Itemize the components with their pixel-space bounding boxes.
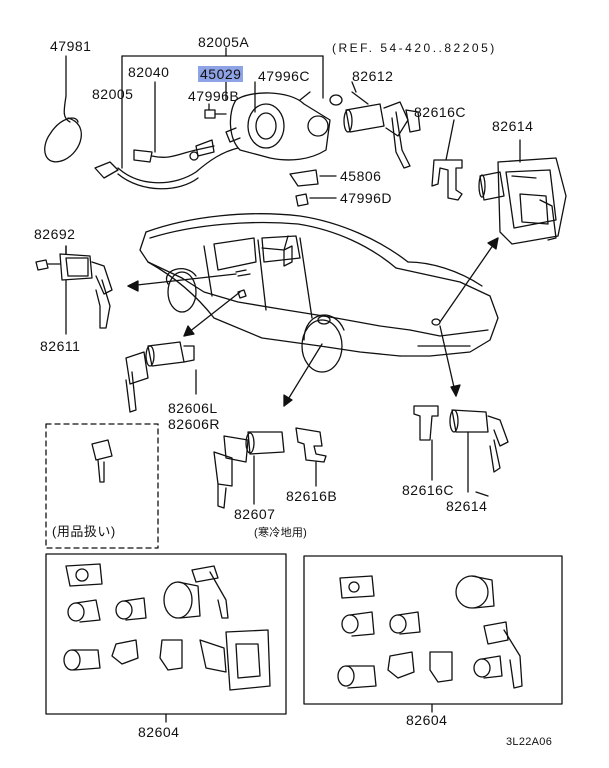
accessory-box bbox=[45, 423, 159, 549]
key-cylinder-82612 bbox=[343, 81, 421, 169]
label-82692: 82692 bbox=[34, 226, 76, 242]
kit-right-parts bbox=[337, 575, 523, 689]
label-82611: 82611 bbox=[40, 338, 81, 354]
kit-box-left bbox=[45, 553, 287, 715]
label-45806: 45806 bbox=[340, 168, 382, 184]
label-82614-top: 82614 bbox=[492, 118, 534, 134]
cold-region-note: (寒冷地用) bbox=[254, 527, 308, 539]
diagram-code: 3L22A06 bbox=[506, 736, 553, 748]
label-82005a: 82005A bbox=[198, 34, 250, 50]
label-47981: 47981 bbox=[50, 38, 92, 54]
label-82616b: 82616B bbox=[286, 488, 338, 504]
car-body bbox=[139, 213, 499, 373]
cylinder-82607 bbox=[213, 431, 285, 509]
group-bracket-82005a bbox=[121, 47, 324, 169]
label-45029: 45029 bbox=[198, 66, 244, 82]
label-82607: 82607 bbox=[234, 506, 276, 522]
label-47996b: 47996B bbox=[188, 88, 240, 104]
retainer-82616c-bottom bbox=[413, 405, 439, 481]
label-82604-left: 82604 bbox=[138, 724, 180, 740]
retainer-82616b bbox=[295, 427, 327, 487]
label-82606r: 82606R bbox=[168, 416, 221, 432]
cable-tie-47981 bbox=[44, 55, 82, 163]
leader-lines bbox=[65, 91, 521, 497]
trunk-lock-82614-bottom bbox=[449, 409, 509, 493]
reference-note: (REF. 54-420..82205) bbox=[332, 41, 497, 55]
trunk-lock-82614-top bbox=[478, 157, 567, 245]
door-cylinder-82606 bbox=[125, 341, 197, 413]
lock-82611 bbox=[35, 245, 113, 335]
label-82604-right: 82604 bbox=[406, 712, 448, 728]
accessory-note: (用品扱い) bbox=[52, 524, 116, 539]
label-82005: 82005 bbox=[92, 86, 134, 102]
clip-45806 bbox=[289, 169, 337, 187]
ignition-housing-45029 bbox=[225, 91, 343, 161]
pointer-arrows bbox=[127, 235, 499, 407]
label-82616c-top: 82616C bbox=[414, 104, 467, 120]
label-82614-bottom: 82614 bbox=[446, 498, 488, 514]
screw-47996d bbox=[295, 193, 337, 207]
kit-box-right bbox=[303, 555, 563, 705]
wiring-harness-82040 bbox=[94, 139, 239, 190]
accessory-key bbox=[91, 439, 113, 483]
label-47996d: 47996D bbox=[340, 190, 393, 206]
screw-47996b bbox=[189, 109, 227, 161]
retainer-82616c-top bbox=[431, 159, 463, 201]
label-82606l: 82606L bbox=[168, 400, 218, 416]
label-82612: 82612 bbox=[352, 68, 394, 84]
label-82616c-bottom: 82616C bbox=[402, 482, 455, 498]
label-47996c: 47996C bbox=[258, 68, 311, 84]
label-82040: 82040 bbox=[128, 64, 170, 80]
kit-left-parts bbox=[63, 563, 271, 691]
